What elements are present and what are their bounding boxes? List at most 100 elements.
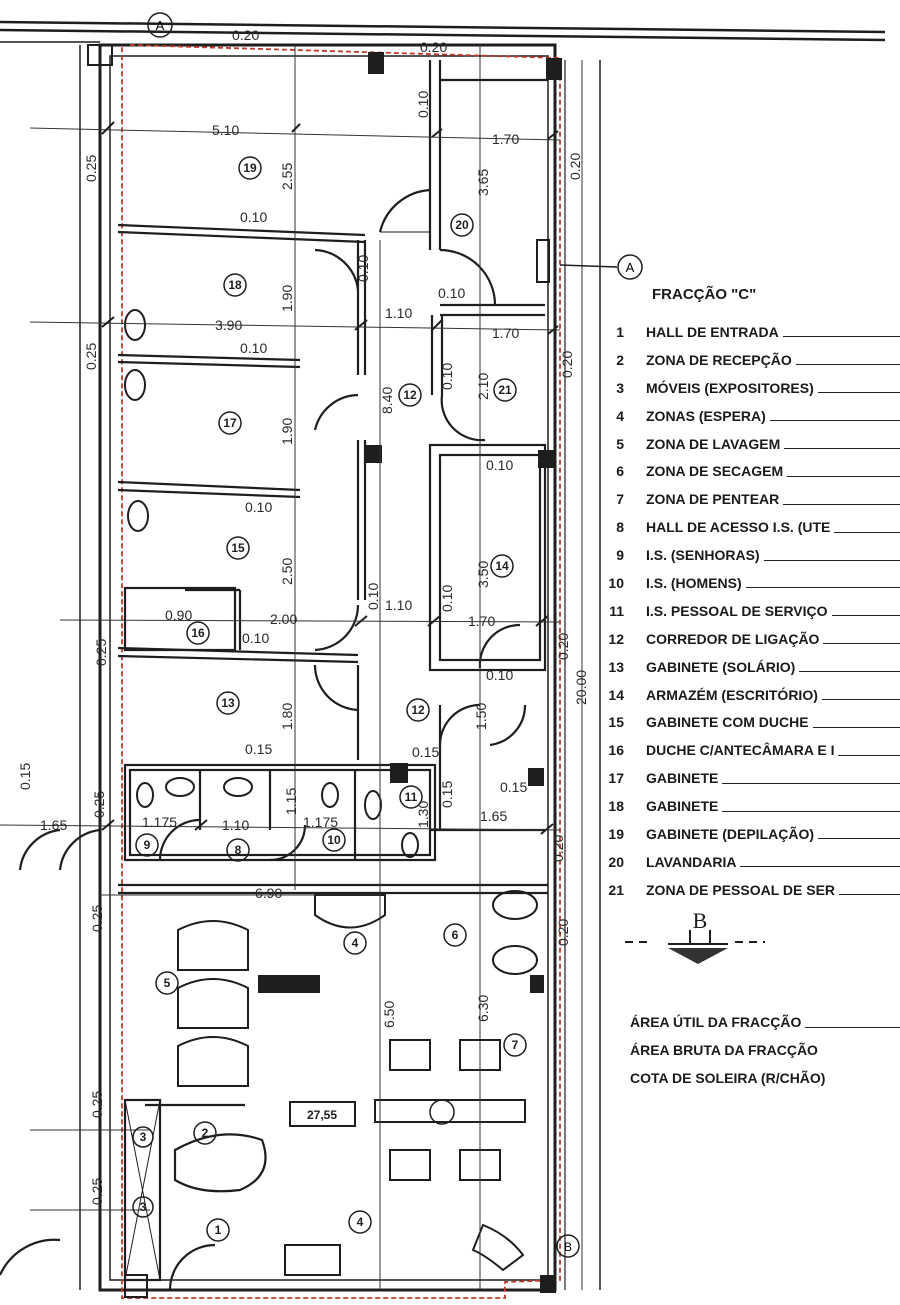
room-20-label: 20 [455, 218, 469, 232]
threshold-level-row: COTA DE SOLEIRA (R/CHÃO) [630, 1064, 900, 1092]
dim-top-left-wall: 0.20 [232, 27, 259, 43]
dim-wall-15-13: 0.10 [242, 630, 269, 646]
useful-area-row: ÁREA ÚTIL DA FRACÇÃO [630, 1008, 900, 1036]
legend-item-label: ARMAZÉM (ESCRITÓRIO) [646, 686, 818, 703]
room-19-label: 19 [243, 161, 257, 175]
room-15-label: 15 [231, 541, 245, 555]
legend-item-label: ZONA DE LAVAGEM [646, 435, 781, 452]
legend-item-number: 4 [616, 407, 624, 424]
dim-corridor-w1: 1.10 [385, 305, 412, 321]
dim-top-right-wall: 0.20 [420, 39, 447, 55]
legend-item-label: I.S. PESSOAL DE SERVIÇO [646, 602, 828, 619]
legend-item-label: MÓVEIS (EXPOSITORES) [646, 379, 814, 396]
dim-wc11-wall: 0.15 [439, 781, 455, 808]
legend-item-number: 21 [608, 881, 624, 898]
level-box-text: 27,55 [307, 1108, 337, 1122]
legend-item-label: ZONAS (ESPERA) [646, 407, 766, 424]
legend-item-label: HALL DE ENTRADA [646, 323, 779, 340]
legend-item-label: ZONA DE SECAGEM [646, 463, 784, 480]
dim-right-wall-salon: 0.20 [555, 919, 571, 946]
legend-item-number: 16 [608, 742, 624, 759]
dim-corridor-total: 8.40 [379, 387, 395, 414]
room-12-label-b: 12 [411, 703, 425, 717]
legend-item: 19 GABINETE (DEPILAÇÃO) [598, 820, 900, 848]
dim-salon-depth-b: 6.30 [475, 995, 491, 1022]
dim-wall-11-right: 0.15 [500, 779, 527, 795]
dim-right-wall-14: 0.20 [555, 633, 571, 660]
room-13-label: 13 [221, 696, 235, 710]
dim-left-wall-1: 0.25 [89, 1178, 105, 1205]
legend-item-number: 19 [608, 825, 624, 842]
legend-item: 21 ZONA DE PESSOAL DE SER [598, 876, 900, 904]
legend-item-label: GABINETE (DEPILAÇÃO) [646, 825, 814, 842]
room-2-label: 2 [202, 1126, 209, 1140]
legend-item: 11 I.S. PESSOAL DE SERVIÇO [598, 597, 900, 625]
room-14-label: 14 [495, 559, 509, 573]
dim-room15-height: 2.50 [279, 558, 295, 585]
legend-item: 13 GABINETE (SOLÁRIO) [598, 653, 900, 681]
dim-room14-wall: 0.10 [439, 585, 455, 612]
legend-item-number: 8 [616, 519, 624, 536]
legend-item-number: 11 [609, 602, 624, 619]
gross-area-row: ÁREA BRUTA DA FRACÇÃO [630, 1036, 900, 1064]
dim-left-wall-wc: 0.25 [91, 791, 107, 818]
dim-room16-dim: 0.90 [165, 607, 192, 623]
legend-item: 16 DUCHE C/ANTECÂMARA E I [598, 736, 900, 764]
legend-item-label: GABINETE (SOLÁRIO) [646, 658, 796, 675]
dim-ext-dim: 1.65 [40, 817, 67, 833]
dim-room20-width: 1.70 [492, 131, 519, 147]
legend-item-label: I.S. (HOMENS) [646, 574, 742, 591]
legend-item: 1 HALL DE ENTRADA [598, 318, 900, 346]
legend-item-label: ZONA DE PESSOAL DE SER [646, 881, 836, 898]
legend-item: 12 CORREDOR DE LIGAÇÃO [598, 625, 900, 653]
dim-wc10-width: 1.175 [303, 814, 338, 830]
dim-total-length: 20.00 [573, 670, 589, 705]
dim-room20-height: 3.65 [475, 169, 491, 196]
legend-item-number: 1 [616, 323, 624, 340]
dim-wall-wc-11: 0.15 [412, 744, 439, 760]
legend-item: 3 MÓVEIS (EXPOSITORES) [598, 374, 900, 402]
dim-room15-width: 2.00 [270, 611, 297, 627]
room-12-label-a: 12 [403, 388, 417, 402]
legend-item-number: 17 [608, 770, 624, 787]
threshold-level-label: COTA DE SOLEIRA (R/CHÃO) [630, 1070, 826, 1086]
legend-item-number: 13 [608, 658, 624, 675]
dim-room19-width: 5.10 [212, 122, 239, 138]
legend-item-number: 14 [608, 686, 624, 703]
dim-salon-depth-a: 6.50 [381, 1001, 397, 1028]
dim-room17-height: 1.90 [279, 418, 295, 445]
dim-room14-width: 1.70 [468, 613, 495, 629]
dim-wall-14-bottom: 0.10 [486, 667, 513, 683]
legend-item-label: CORREDOR DE LIGAÇÃO [646, 630, 820, 647]
legend-item-number: 9 [616, 547, 624, 564]
axis-b-bottom: B [564, 1240, 572, 1254]
legend-item-label: ZONA DE RECEPÇÃO [646, 351, 792, 368]
dim-wall-13-wc: 0.15 [245, 741, 272, 757]
dim-wall-14-top: 0.10 [486, 457, 513, 473]
dim-left-wall-salon: 0.25 [89, 905, 105, 932]
legend-item-number: 3 [616, 379, 624, 396]
dim-room18-height: 1.90 [279, 285, 295, 312]
dim-room14-height: 3.50 [475, 561, 491, 588]
dim-left-wall-19: 0.25 [83, 155, 99, 182]
dim-wall-19-18: 0.10 [240, 209, 267, 225]
legend-item-label: DUCHE C/ANTECÂMARA E I [646, 742, 835, 759]
legend-item-number: 12 [608, 630, 624, 647]
dim-room19-height: 2.55 [279, 163, 295, 190]
room-5-label: 5 [164, 976, 171, 990]
axis-a-right: A [626, 260, 635, 275]
room-3-label-b: 3 [140, 1200, 147, 1214]
dim-room21-wall: 0.10 [439, 363, 455, 390]
legend-item-label: GABINETE [646, 798, 719, 815]
legend-item: 14 ARMAZÉM (ESCRITÓRIO) [598, 681, 900, 709]
